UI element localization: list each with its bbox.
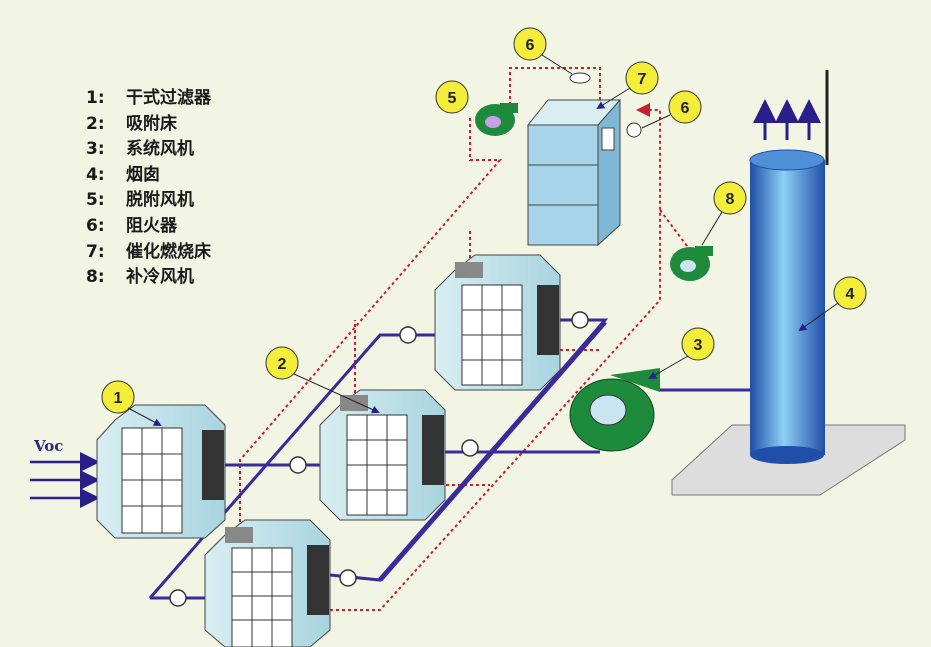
marker-label: 3: [694, 337, 703, 354]
legend-num: 3:: [86, 139, 105, 160]
legend-item: 1: 干式过滤器: [86, 86, 211, 112]
marker-label: 6: [526, 37, 535, 54]
marker-7: 7: [596, 61, 659, 110]
marker-8: 8: [701, 181, 747, 246]
legend-item: 7: 催化燃烧床: [86, 240, 211, 266]
legend-item: 6: 阻火器: [86, 214, 211, 240]
legend-num: 7:: [86, 241, 105, 262]
marker-label: 5: [448, 90, 457, 107]
marker-1: 1: [101, 380, 162, 426]
valve-icon: [289, 456, 307, 474]
marker-label: 8: [726, 191, 735, 208]
dry-filter: [96, 404, 226, 539]
marker-2: 2: [265, 346, 380, 414]
legend-label: 吸附床: [126, 113, 177, 134]
legend-num: 2:: [86, 113, 105, 134]
legend-label: 脱附风机: [126, 190, 194, 211]
legend-label: 干式过滤器: [126, 88, 211, 108]
marker-label: 6: [681, 100, 690, 117]
marker-5: 5: [435, 80, 469, 114]
valves: [169, 311, 589, 607]
legend-item: 2: 吸附床: [86, 112, 211, 138]
legend-num: 1:: [86, 88, 105, 108]
legend-num: 6:: [86, 215, 105, 236]
marker-6a: 6: [513, 27, 573, 75]
legend-item: 4: 烟囱: [86, 163, 211, 189]
cooling-fan: [670, 246, 713, 281]
system-fan: [569, 368, 660, 452]
voc-inlet-label: Voc: [34, 437, 64, 455]
main-pipe-thick: [378, 320, 607, 582]
legend-num: 5:: [86, 190, 105, 211]
legend-item: 5: 脱附风机: [86, 188, 211, 214]
marker-label: 1: [114, 390, 123, 407]
catalytic-combustion-bed: [526, 98, 621, 247]
legend-num: 8:: [86, 267, 105, 288]
legend-num: 4:: [86, 164, 105, 185]
chimney: [671, 70, 906, 496]
legend-label: 系统风机: [126, 139, 194, 160]
marker-label: 7: [638, 71, 647, 88]
valve-icon: [169, 589, 187, 607]
legend-label: 阻火器: [126, 215, 177, 236]
legend-item: 8: 补冷风机: [86, 265, 211, 291]
legend: 1: 干式过滤器 2: 吸附床 3: 系统风机 4: 烟囱 5: 脱附风机 6: 阻火器 7…: [86, 86, 211, 291]
adsorber-bed-middle: [319, 389, 446, 521]
legend-label: 补冷风机: [126, 267, 194, 288]
inlet-arrows: [30, 452, 100, 508]
adsorber-bed-bottom: [204, 519, 331, 647]
flame-arrester-icon: [569, 72, 642, 138]
valve-icon: [339, 569, 357, 587]
marker-3: 3: [648, 327, 715, 380]
adsorber-bed-top: [434, 254, 561, 391]
marker-4: 4: [798, 276, 867, 332]
legend-label: 催化燃烧床: [126, 241, 211, 262]
marker-6b: 6: [641, 90, 702, 129]
valve-icon: [571, 311, 589, 329]
legend-item: 3: 系统风机: [86, 137, 211, 163]
valve-icon: [461, 439, 479, 457]
valve-icon: [399, 326, 417, 344]
legend-label: 烟囱: [126, 164, 160, 185]
marker-label: 2: [278, 356, 287, 373]
marker-label: 4: [846, 286, 855, 303]
desorption-fan: [475, 103, 518, 136]
